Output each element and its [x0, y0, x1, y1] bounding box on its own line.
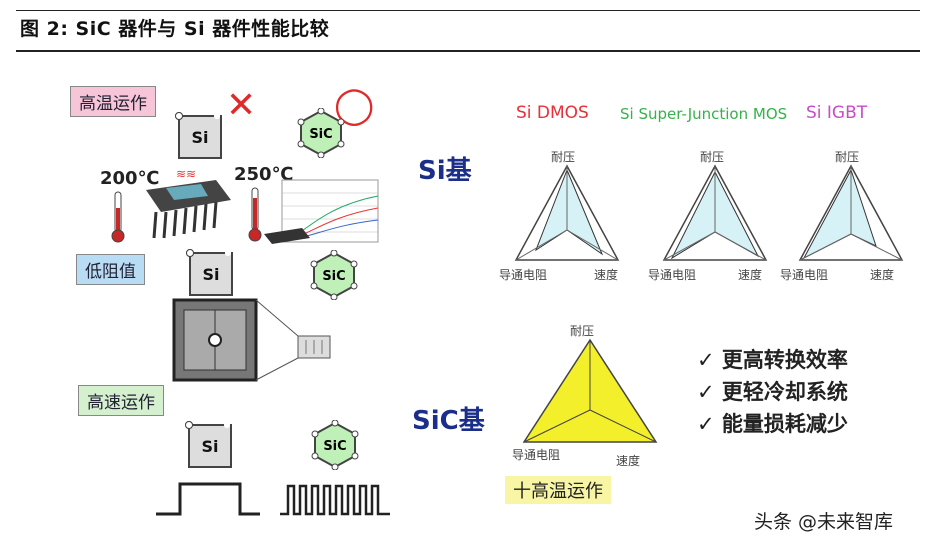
thermometer-icon [248, 187, 262, 242]
sic-hex-icon: SiC [310, 250, 358, 300]
sic-hex-icon: SiC [311, 420, 359, 470]
sic-device-curve-image [264, 179, 379, 244]
temp-si: 200℃ [100, 168, 160, 189]
title-underline [16, 50, 920, 52]
sic-label: SiC [323, 439, 346, 454]
radar-si-igbt [798, 164, 904, 261]
row-label-si: Si基 [418, 156, 472, 186]
radar-si-dmos [514, 164, 620, 261]
sic-label: SiC [322, 269, 345, 284]
row-label-sic: SiC基 [412, 406, 485, 436]
tag-low-resistance: 低阻值 [76, 254, 145, 285]
watermark: 头条 @未来智库 [754, 511, 894, 533]
benefit-item: ✓ 能量损耗减少 [697, 412, 848, 436]
axis-label-top: 耐压 [570, 324, 595, 338]
axis-label-top: 耐压 [551, 150, 576, 164]
si-chip-icon: Si [175, 112, 222, 159]
circle-mark-icon: ◯ [334, 85, 375, 126]
benefit-item: ✓ 更轻冷却系统 [697, 380, 848, 404]
si-chip-icon: Si [186, 249, 233, 296]
axis-label-left: 导通电阻 [648, 268, 697, 282]
legend-si-dmos: Si DMOS [516, 103, 589, 123]
legend-si-igbt: Si IGBT [806, 103, 868, 123]
axis-label-top: 耐压 [835, 150, 860, 164]
svg-text:≋≋: ≋≋ [176, 170, 196, 181]
heatsink-device-image: ≋≋ [146, 170, 231, 239]
sic-hex-icon: SiC [297, 108, 345, 158]
temp-sic: 250℃ [234, 164, 294, 185]
figure-title: 图 2: SiC 器件与 Si 器件性能比较 [20, 18, 330, 40]
axis-label-left: 导通电阻 [512, 448, 561, 462]
benefit-item: ✓ 更高转换效率 [697, 348, 848, 372]
tag-high-temp: 高温运作 [70, 86, 156, 117]
sic-label: SiC [309, 127, 332, 142]
axis-label-right: 速度 [616, 454, 641, 468]
tag-high-speed: 高速运作 [78, 385, 164, 416]
axis-label-left: 导通电阻 [780, 268, 829, 282]
die-size-comparison-image [172, 298, 331, 382]
radar-si-sj-mos [662, 164, 768, 261]
legend-si-sj-mos: Si Super-Junction MOS [620, 105, 788, 123]
axis-label-top: 耐压 [700, 150, 725, 164]
si-chip-icon: Si [185, 421, 232, 468]
axis-label-right: 速度 [594, 268, 619, 282]
cross-mark-icon: ✕ [226, 85, 257, 126]
switching-waveform-image [156, 482, 390, 516]
sic-high-temp-tag: 十高温运作 [505, 476, 611, 504]
top-rule [16, 10, 920, 11]
radar-sic [522, 338, 658, 443]
axis-label-right: 速度 [738, 268, 763, 282]
axis-label-right: 速度 [870, 268, 895, 282]
axis-label-left: 导通电阻 [499, 268, 548, 282]
thermometer-icon [111, 191, 125, 243]
